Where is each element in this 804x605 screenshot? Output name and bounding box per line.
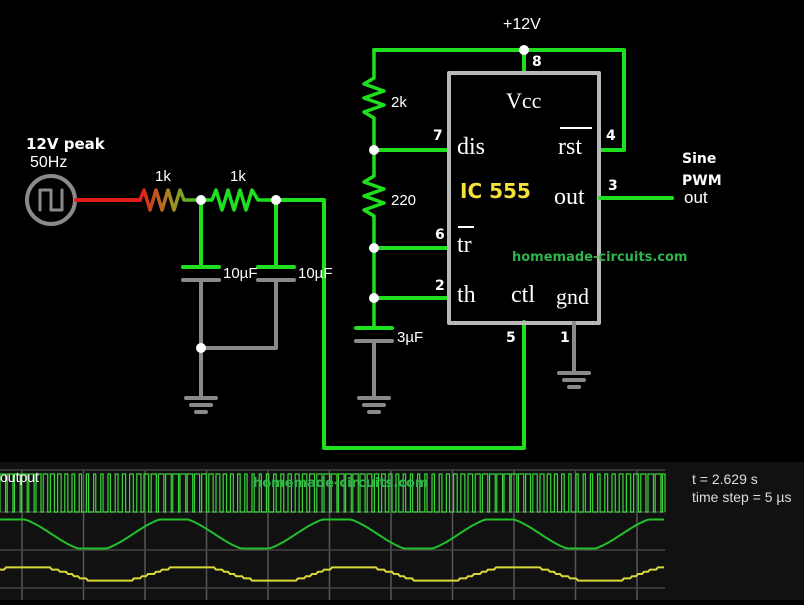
pin-number-5: 5 [506, 330, 516, 346]
ic-pin-label-ctl: ctl [511, 282, 535, 308]
ic-pin-label-dis: dis [457, 134, 486, 160]
pin-number-1: 1 [560, 330, 570, 346]
source-frequency-label: 50Hz [30, 154, 68, 171]
scope-trace-pwm [0, 473, 666, 513]
rst-overbar [560, 127, 592, 129]
output-label: out [684, 188, 708, 207]
pin-number-7: 7 [433, 128, 443, 144]
scope-trace-filter1 [0, 518, 664, 550]
pin-number-8: 8 [532, 54, 542, 70]
scope-trace-filter2 [0, 566, 664, 582]
junction-dot [196, 195, 206, 205]
scope-time: t = 2.629 s [692, 471, 758, 487]
ic-pin-label-vcc: Vcc [506, 88, 542, 113]
ic-pin-label-out: out [554, 184, 585, 210]
resistor-r4[interactable] [362, 148, 386, 328]
ic-pin-label-gnd: gnd [556, 284, 589, 309]
ground-icon [184, 396, 218, 414]
junction-dot [369, 293, 379, 303]
output-title-line2: PWM [682, 173, 722, 189]
resistor-r4-label: 220 [391, 192, 417, 209]
ic-pin-label-th: th [457, 282, 476, 308]
resistor-r3[interactable] [362, 48, 386, 152]
resistor-r1[interactable] [138, 188, 202, 212]
junction-dot [519, 45, 529, 55]
scope-plot [0, 469, 666, 600]
capacitor-c3-label: 3µF [397, 329, 424, 346]
square-wave-source-icon[interactable] [25, 174, 77, 226]
pin-number-6: 6 [435, 227, 445, 243]
capacitor-c2-label: 10µF [298, 265, 333, 282]
junction-dot [369, 145, 379, 155]
source-amplitude-label: 12V peak [26, 135, 105, 153]
schematic-canvas [25, 45, 674, 450]
scope-watermark: homemade-circuits.com [253, 476, 429, 491]
junction-dot [271, 195, 281, 205]
output-title-line1: Sine [682, 151, 717, 167]
ic-pin-label-rst: rst [558, 134, 582, 160]
scope-info: t = 2.629 s time step = 5 µs [692, 470, 792, 506]
junction-dot [369, 243, 379, 253]
scope-panel[interactable] [0, 462, 804, 600]
ic-name: IC 555 [460, 179, 531, 203]
ground-wire-left [199, 278, 278, 400]
scope-trace-label: output [0, 469, 39, 485]
pin-number-4: 4 [606, 128, 616, 144]
pin-number-3: 3 [608, 178, 618, 194]
resistor-r2[interactable] [198, 188, 278, 212]
pin-number-2: 2 [435, 278, 445, 294]
ground-icon [357, 396, 391, 414]
ic-pin-label-tr: tr [457, 232, 472, 258]
junction-dot [196, 343, 206, 353]
watermark: homemade-circuits.com [512, 250, 688, 265]
scope-time-step: time step = 5 µs [692, 489, 792, 505]
ground-icon [557, 371, 591, 389]
supply-label: +12V [503, 16, 541, 33]
tr-overbar [458, 226, 474, 228]
capacitor-c1-label: 10µF [223, 265, 258, 282]
resistor-r2-label: 1k [230, 168, 246, 185]
ctl-wire [274, 198, 526, 450]
resistor-r1-label: 1k [155, 168, 171, 185]
resistor-r3-label: 2k [391, 94, 407, 111]
vcc-rail [372, 48, 626, 152]
